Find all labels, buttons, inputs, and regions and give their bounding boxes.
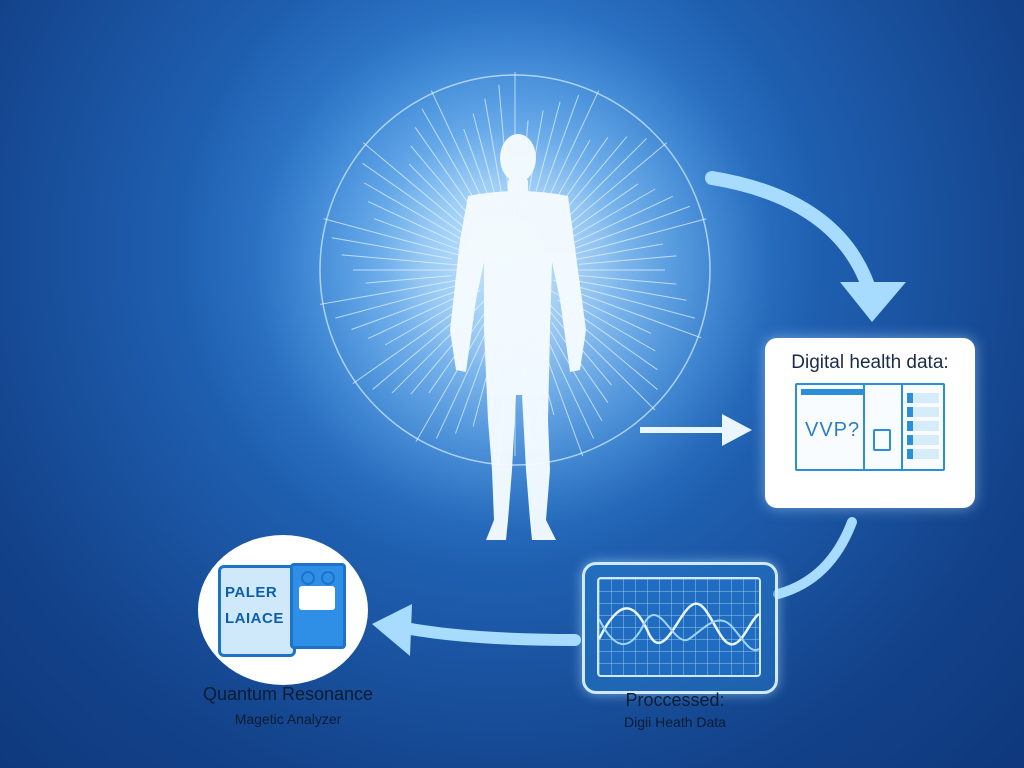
aura-ray [319,278,464,305]
device-label: PALER LAIACE [225,580,284,632]
panel-row [907,449,939,459]
device-knob [321,571,335,585]
aura-ray [351,291,456,330]
aura-ray [373,218,467,253]
aura-ray [553,218,707,261]
aura-ray [367,291,469,339]
flow-arrow-top-head [840,282,906,322]
aura-ray [574,205,690,249]
flow-arrow-middle-head [722,414,752,446]
aura-ray [572,296,652,334]
aura-ray [435,327,489,439]
panel-row [907,407,939,417]
flow-arrow-bottom [399,622,581,646]
waveform-screen [597,577,761,677]
aura-ray [566,274,677,285]
document-icon [873,429,891,451]
analyzer-caption-title: Quantum Resonance [202,684,374,704]
device-side-panel [290,563,346,649]
aura-ray [335,279,477,319]
aura-ray [415,304,496,442]
panel-topbar [801,389,863,395]
analyzer-device-badge: PALER LAIACE [198,535,368,685]
aura-ray [363,142,467,230]
aura-ray [563,287,702,339]
data-card-title: Digital health data: [791,352,949,373]
aura-ray [541,90,600,213]
aura-ray [567,183,639,234]
analyzer-caption-subtitle: Magetic Analyzer [234,711,342,727]
panel-text: VVP? [805,419,861,441]
aura-ray [577,280,687,301]
panel-row [907,435,939,445]
aura-ray [362,162,473,241]
flow-arrow-bottom-head [372,604,412,656]
aura-ray [554,142,667,237]
panel-divider [863,385,865,469]
aura-ray [578,255,677,265]
flow-arrow-right-curve [773,517,857,599]
device-knob [301,571,315,585]
processed-caption-subtitle: Digii Heath Data [624,714,726,730]
aura-ray [341,254,464,266]
human-silhouette-icon [450,134,586,540]
aura-ray [323,218,477,261]
aura-ray [542,297,656,411]
panel-divider [901,385,903,469]
aura-ray [352,306,463,384]
waveform-icon [599,602,759,652]
aura-ray [365,275,452,284]
aura-ray [566,243,663,262]
device-cube-icon: PALER LAIACE [218,565,296,657]
processed-data-monitor [582,562,778,694]
aura-ray [367,201,458,244]
aura-ray [331,237,453,260]
data-dashboard-panel: VVP? [795,383,945,471]
panel-row [907,393,939,403]
aura-ray [561,196,673,249]
panel-row [907,421,939,431]
flow-arrow-top [705,171,879,305]
digital-health-data-card: Digital health data: VVP? [765,338,975,508]
device-label-line1: PALER [225,584,278,601]
panel-rows [907,393,939,463]
device-screen [299,586,335,610]
processed-caption-title: Proccessed: [625,690,725,710]
device-label-line2: LAIACE [225,610,284,627]
